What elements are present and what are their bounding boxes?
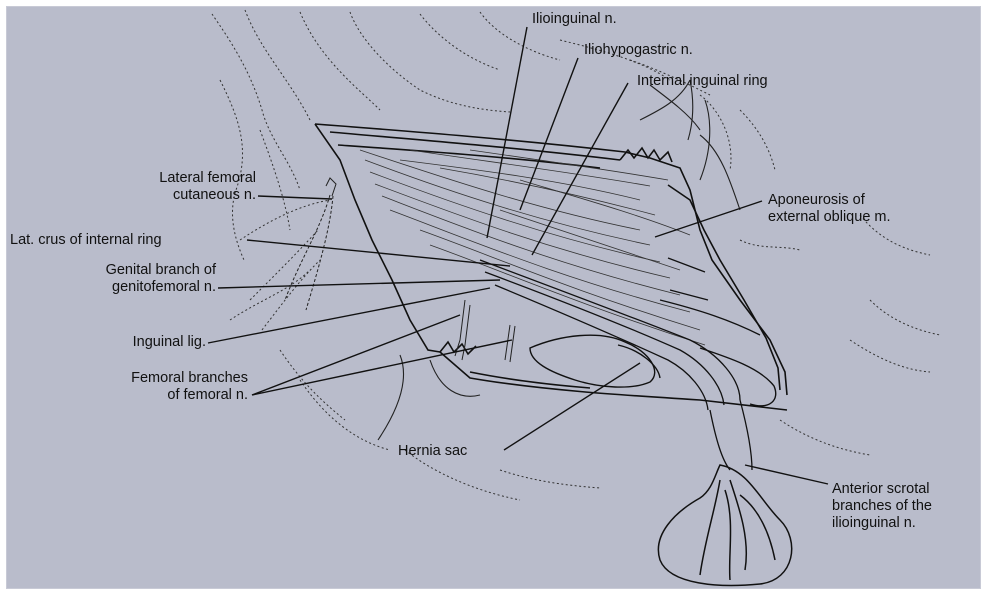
leader-lat-crus bbox=[247, 240, 510, 266]
leader-anterior-scrotal bbox=[745, 465, 828, 484]
leader-hernia-sac bbox=[504, 363, 640, 450]
label-anterior-scrotal-line2: branches of the bbox=[832, 498, 932, 515]
scrotum-shape bbox=[658, 465, 791, 585]
label-aponeurosis-line1: Aponeurosis of bbox=[768, 192, 891, 209]
label-genital-branch-line1: Genital branch of bbox=[20, 262, 216, 279]
leader-aponeurosis bbox=[655, 201, 762, 237]
label-hernia-sac-text: Hernia sac bbox=[398, 443, 467, 460]
label-anterior-scrotal: Anterior scrotal branches of the ilioing… bbox=[832, 481, 932, 532]
label-iliohypogastric-text: Iliohypogastric n. bbox=[584, 42, 693, 59]
label-anterior-scrotal-line3: ilioinguinal n. bbox=[832, 515, 932, 532]
label-genital-branch-line2: genitofemoral n. bbox=[20, 279, 216, 296]
label-lateral-femoral-cutaneous: Lateral femoral cutaneous n. bbox=[60, 170, 256, 204]
label-inguinal-lig-text: Inguinal lig. bbox=[40, 334, 206, 351]
leader-genital-branch bbox=[218, 280, 500, 288]
label-iliohypogastric: Iliohypogastric n. bbox=[584, 42, 693, 59]
label-hernia-sac: Hernia sac bbox=[398, 443, 467, 460]
label-ilioinguinal-text: Ilioinguinal n. bbox=[532, 11, 617, 28]
label-internal-inguinal-ring-text: Internal inguinal ring bbox=[637, 73, 768, 90]
label-genital-branch: Genital branch of genitofemoral n. bbox=[20, 262, 216, 296]
label-anterior-scrotal-line1: Anterior scrotal bbox=[832, 481, 932, 498]
femoral-nerves bbox=[285, 178, 515, 362]
leader-inguinal-lig bbox=[208, 288, 490, 343]
hernia-sac-shape bbox=[530, 335, 776, 406]
label-lat-crus-internal-ring: Lat. crus of internal ring bbox=[10, 232, 162, 249]
label-aponeurosis: Aponeurosis of external oblique m. bbox=[768, 192, 891, 226]
label-aponeurosis-line2: external oblique m. bbox=[768, 209, 891, 226]
label-lateral-femoral-line2: cutaneous n. bbox=[60, 187, 256, 204]
label-femoral-branches: Femoral branches of femoral n. bbox=[40, 370, 248, 404]
aponeurosis-fibers bbox=[360, 150, 705, 345]
leader-femoral-branch-2 bbox=[252, 340, 512, 395]
label-ilioinguinal: Ilioinguinal n. bbox=[532, 11, 617, 28]
label-femoral-branches-line1: Femoral branches bbox=[40, 370, 248, 387]
label-internal-inguinal-ring: Internal inguinal ring bbox=[637, 73, 768, 90]
label-femoral-branches-line2: of femoral n. bbox=[40, 387, 248, 404]
label-lateral-femoral-line1: Lateral femoral bbox=[60, 170, 256, 187]
label-lat-crus-text: Lat. crus of internal ring bbox=[10, 232, 162, 249]
leader-lines bbox=[208, 27, 828, 484]
background-contours bbox=[212, 10, 940, 500]
label-inguinal-lig: Inguinal lig. bbox=[40, 334, 206, 351]
leader-lateral-femoral bbox=[258, 196, 332, 199]
